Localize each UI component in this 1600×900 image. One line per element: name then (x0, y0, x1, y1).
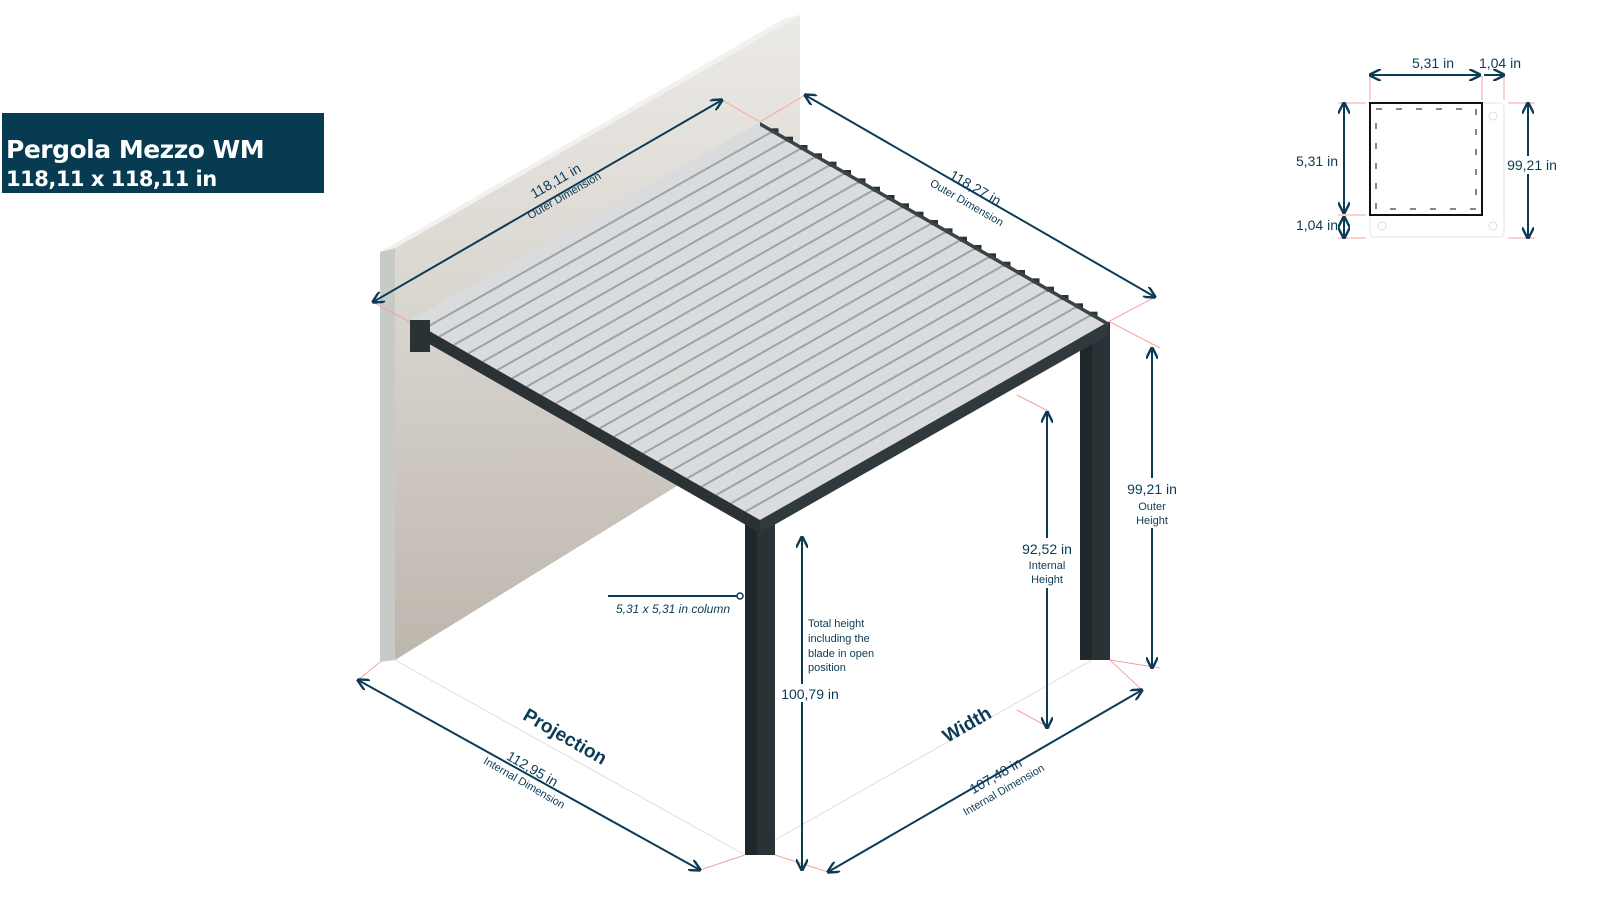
product-size: 118,11 x 118,11 in (6, 167, 217, 191)
detail-top-width: 5,31 in (1412, 55, 1454, 71)
dim-outer-left (373, 100, 722, 302)
louver-slat (701, 287, 1051, 488)
outer-height-label2: Height (1136, 515, 1168, 527)
width-title: Width (939, 703, 995, 747)
internal-height-label1: Internal (1029, 560, 1066, 572)
total-height-note-2: including the (808, 633, 870, 645)
dim-outer-right (805, 95, 1155, 297)
product-title-banner: Pergola Mezzo WM 118,11 x 118,11 in (2, 113, 324, 193)
column-label: 5,31 x 5,31 in column (616, 602, 730, 616)
product-name: Pergola Mezzo WM (6, 135, 265, 164)
total-height-note-4: position (808, 662, 846, 674)
dim-width (828, 690, 1142, 872)
louver-slat (730, 304, 1080, 505)
column-callout-dot (736, 592, 744, 600)
detail-left-offset: 1,04 in (1296, 217, 1338, 233)
louver-slat (715, 296, 1065, 496)
louver-slat (686, 279, 1036, 480)
column-cross-section (1338, 75, 1535, 238)
dim-projection (358, 680, 700, 870)
detail-left-height: 5,31 in (1296, 153, 1338, 169)
outer-height-label1: Outer (1138, 501, 1166, 513)
pergola-posts (745, 322, 1110, 855)
total-height-note-3: blade in open (808, 648, 874, 660)
total-height-value: 100,79 in (781, 686, 839, 702)
detail-right-height: 99,21 in (1507, 157, 1557, 173)
internal-height-label2: Height (1031, 574, 1063, 586)
total-height-note-1: Total height (808, 618, 864, 630)
outer-height-value: 99,21 in (1127, 481, 1177, 497)
internal-height-value: 92,52 in (1022, 541, 1072, 557)
detail-top-offset: 1,04 in (1479, 55, 1521, 71)
louver-slat (744, 312, 1094, 513)
louver-slat (672, 271, 1022, 471)
